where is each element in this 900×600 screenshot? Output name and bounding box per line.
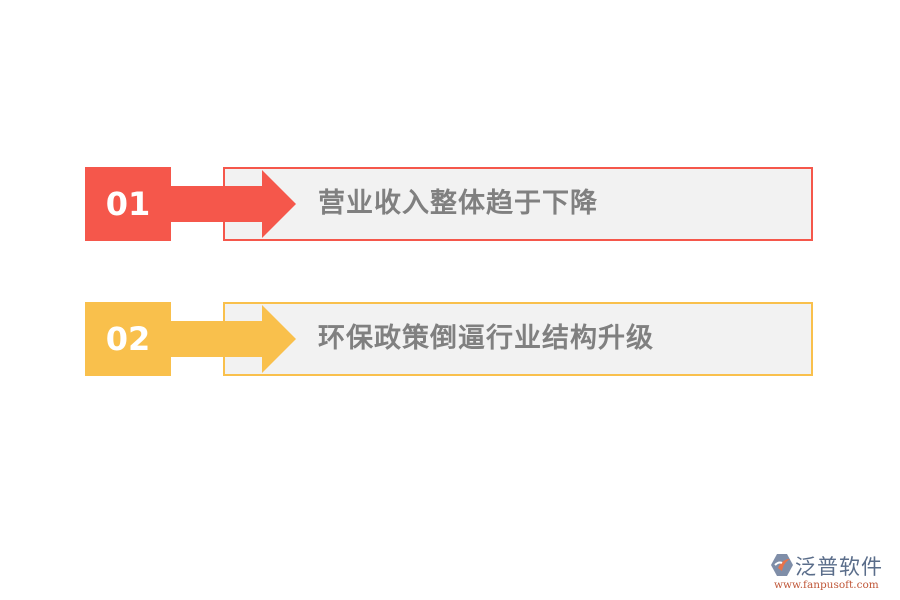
item-2-box: 环保政策倒逼行业结构升级 (223, 302, 813, 376)
arrow-right-icon (170, 305, 296, 373)
brand-logo: 泛普软件 www.fanpusoft.com (770, 551, 895, 593)
item-1: 营业收入整体趋于下降 01 (0, 167, 900, 241)
brand-url: www.fanpusoft.com (774, 579, 879, 591)
item-2-number: 02 (85, 302, 171, 376)
item-1-number: 01 (85, 167, 171, 241)
item-2-text: 环保政策倒逼行业结构升级 (318, 323, 654, 354)
item-1-box: 营业收入整体趋于下降 (223, 167, 813, 241)
item-1-text: 营业收入整体趋于下降 (318, 188, 598, 219)
fanpu-logo-icon (771, 554, 793, 576)
item-2: 环保政策倒逼行业结构升级 02 (0, 302, 900, 376)
arrow-right-icon (170, 170, 296, 238)
brand-name: 泛普软件 (795, 555, 883, 579)
